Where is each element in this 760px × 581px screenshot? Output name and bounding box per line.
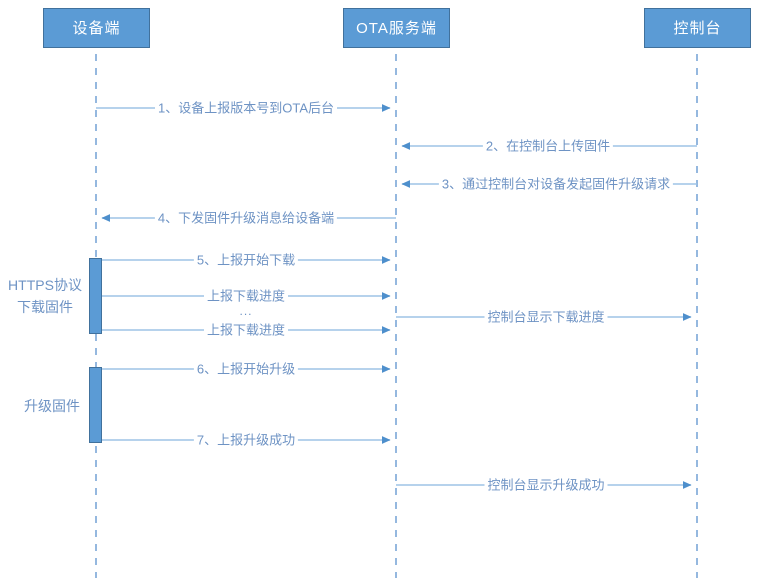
annotation-upgrade-firmware: 升级固件 (24, 395, 80, 417)
message-label-6: 6、上报开始升级 (193, 362, 299, 376)
message-label-4: 4、下发固件升级消息给设备端 (154, 211, 338, 225)
annotation-https-download-line-1: HTTPS协议 (8, 277, 82, 293)
activation-bar-upgrade (89, 367, 102, 443)
message-label-console-upgrade-success: 控制台显示升级成功 (484, 478, 608, 492)
participant-console[interactable]: 控制台 (644, 8, 751, 48)
participant-ota-label: OTA服务端 (356, 19, 437, 37)
message-label-3: 3、通过控制台对设备发起固件升级请求 (438, 177, 674, 191)
message-label-1: 1、设备上报版本号到OTA后台 (155, 101, 337, 115)
message-label-ellipsis: ... (236, 305, 256, 317)
message-label-console-download-progress: 控制台显示下载进度 (484, 310, 608, 324)
annotation-upgrade-firmware-line-1: 升级固件 (24, 398, 80, 414)
activation-bar-download (89, 258, 102, 334)
participant-device-label: 设备端 (72, 19, 121, 37)
message-label-5: 5、上报开始下载 (193, 253, 299, 267)
message-label-7: 7、上报升级成功 (193, 433, 299, 447)
participant-ota[interactable]: OTA服务端 (343, 8, 450, 48)
annotation-https-download: HTTPS协议 下载固件 (8, 274, 82, 318)
message-label-2: 2、在控制台上传固件 (482, 139, 614, 153)
participant-device[interactable]: 设备端 (43, 8, 150, 48)
participant-console-label: 控制台 (673, 19, 722, 37)
annotation-https-download-line-2: 下载固件 (16, 299, 73, 315)
message-label-download-progress-1: 上报下载进度 (203, 289, 289, 303)
message-label-download-progress-2: 上报下载进度 (203, 323, 289, 337)
lifelines (95, 40, 698, 578)
